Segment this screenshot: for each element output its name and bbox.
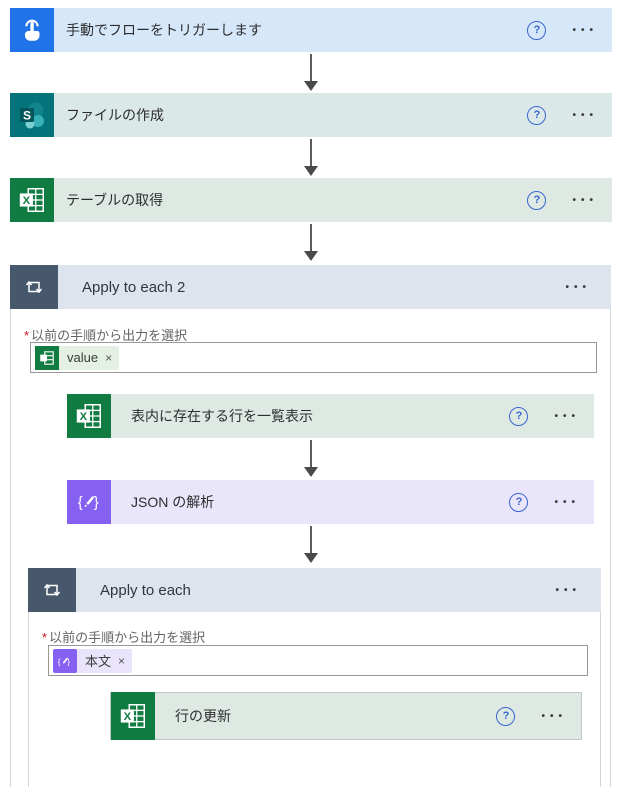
more-menu-icon[interactable]: ••• — [572, 24, 598, 36]
excel-letter: X — [80, 411, 88, 423]
excel-token-icon — [35, 345, 59, 370]
more-menu-icon[interactable]: ••• — [554, 410, 580, 422]
parse-json-token-icon: { } — [53, 648, 77, 673]
help-icon[interactable]: ? — [509, 406, 529, 426]
excel-icon: X — [10, 178, 54, 222]
trigger-title: 手動でフローをトリガーします — [66, 22, 262, 38]
parse-json-icon: { } — [67, 480, 111, 524]
create-file-title: ファイルの作成 — [66, 107, 164, 123]
brace-close: } — [94, 494, 99, 511]
brace-close: } — [67, 656, 70, 666]
help-icon[interactable]: ? — [527, 20, 547, 40]
sharepoint-letter: S — [23, 109, 31, 123]
loop-output-input[interactable]: value × — [30, 342, 597, 373]
value-token[interactable]: value × — [35, 345, 120, 370]
more-menu-icon[interactable]: ••• — [565, 281, 591, 293]
brace-open: { — [58, 656, 61, 666]
required-asterisk: * — [42, 630, 48, 645]
manual-trigger-card[interactable]: 手動でフローをトリガーします ? ••• — [10, 8, 612, 52]
excel-icon: X — [67, 394, 111, 438]
remove-token-icon[interactable]: × — [118, 653, 126, 668]
create-file-card[interactable]: S ファイルの作成 ? ••• — [10, 93, 612, 137]
more-menu-icon[interactable]: ••• — [554, 496, 580, 508]
loop-icon — [28, 568, 76, 612]
help-icon[interactable]: ? — [527, 190, 547, 210]
field-label-text: 以前の手順から出力を選択 — [49, 630, 206, 645]
connector-arrow — [299, 526, 323, 564]
field-label-text: 以前の手順から出力を選択 — [31, 328, 188, 343]
parse-json-title: JSON の解析 — [131, 494, 215, 510]
apply-to-each-2-title: Apply to each 2 — [82, 278, 186, 296]
help-icon[interactable]: ? — [509, 492, 529, 512]
connector-arrow — [299, 440, 323, 478]
get-tables-card[interactable]: X テーブルの取得 ? ••• — [10, 178, 612, 222]
brace-open: { — [78, 494, 83, 511]
parse-json-card[interactable]: { } JSON の解析 ? ••• — [67, 480, 594, 524]
more-menu-icon[interactable]: ••• — [555, 584, 581, 596]
help-icon[interactable]: ? — [527, 105, 547, 125]
loop-icon — [10, 265, 58, 309]
token-label: value — [67, 350, 99, 365]
sharepoint-icon: S — [10, 93, 54, 137]
excel-letter: X — [23, 195, 31, 207]
body-token[interactable]: { } 本文 × — [53, 648, 133, 673]
apply-to-each-title: Apply to each — [100, 581, 191, 599]
more-menu-icon[interactable]: ••• — [572, 109, 598, 121]
excel-icon: X — [111, 692, 155, 740]
manual-trigger-icon — [10, 8, 54, 52]
help-icon[interactable]: ? — [496, 706, 516, 726]
list-rows-title: 表内に存在する行を一覧表示 — [131, 408, 313, 424]
connector-arrow — [299, 224, 323, 262]
apply-to-each-header[interactable]: Apply to each ••• — [28, 568, 601, 612]
connector-arrow — [299, 139, 323, 177]
update-row-title: 行の更新 — [175, 708, 231, 724]
more-menu-icon[interactable]: ••• — [572, 194, 598, 206]
output-select-label: *以前の手順から出力を選択 — [24, 325, 187, 344]
remove-token-icon[interactable]: × — [105, 350, 113, 365]
connector-arrow — [299, 54, 323, 92]
token-label: 本文 — [85, 654, 112, 669]
excel-letter: X — [124, 711, 132, 723]
apply-to-each-2-header[interactable]: Apply to each 2 ••• — [10, 265, 611, 309]
required-asterisk: * — [24, 328, 30, 343]
loop-output-input[interactable]: { } 本文 × — [48, 645, 588, 676]
get-tables-title: テーブルの取得 — [66, 192, 164, 208]
update-row-card[interactable]: X 行の更新 ? ••• — [110, 692, 582, 740]
output-select-label: *以前の手順から出力を選択 — [42, 627, 205, 646]
more-menu-icon[interactable]: ••• — [541, 710, 567, 722]
list-rows-card[interactable]: X 表内に存在する行を一覧表示 ? ••• — [67, 394, 594, 438]
